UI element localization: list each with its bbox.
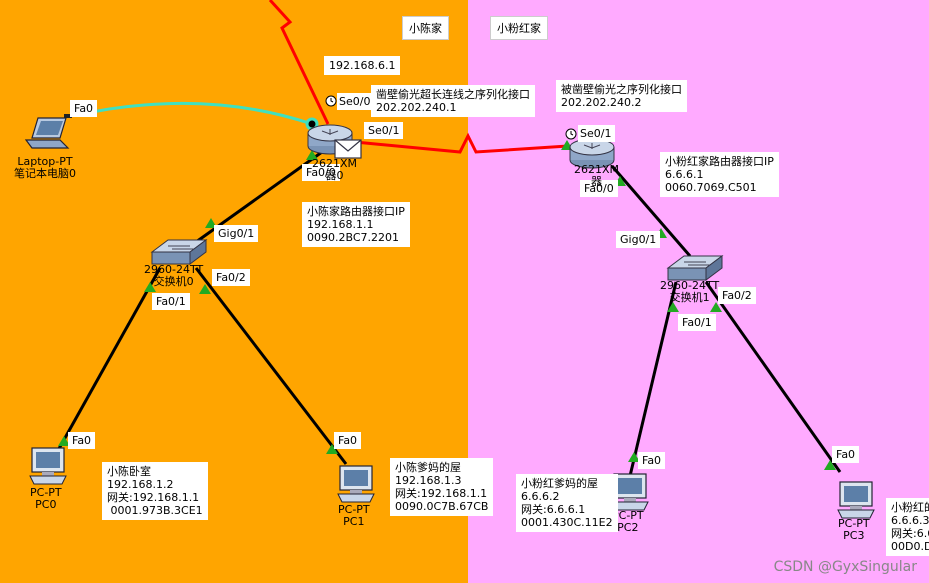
port-up-indicator: [710, 302, 722, 312]
link-switch1-pc2[interactable]: [628, 281, 678, 477]
router0-info-note[interactable]: 小陈家路由器接口IP 192.168.1.1 0090.2BC7.2201: [302, 202, 410, 247]
port-label-pc3-fa0: Fa0: [832, 446, 860, 463]
laptop-name: 笔记本电脑0: [14, 167, 76, 180]
pc2-label: PC-PT PC2: [612, 509, 644, 534]
pc1-label: PC-PT PC1: [338, 503, 370, 528]
port-label-r0-fa00: Fa0/0: [302, 164, 340, 181]
right-serial-desc: 被凿壁偷光之序列化接口: [561, 83, 682, 96]
pc2-icon[interactable]: [611, 473, 649, 511]
switch0-icon[interactable]: [150, 239, 208, 265]
serial-link-external[interactable]: [268, 0, 330, 125]
port-label-pc0-fa0: Fa0: [68, 432, 96, 449]
port-label-r0-se00: Se0/0: [337, 93, 375, 110]
zone-title-right: 小粉红家: [490, 16, 548, 40]
switch1-icon[interactable]: [666, 255, 724, 281]
clock-icon: [565, 128, 577, 140]
envelope-icon[interactable]: [334, 139, 362, 159]
laptop-link[interactable]: [91, 101, 313, 126]
laptop-label: Laptop-PT 笔记本电脑0: [14, 156, 76, 180]
pc0-icon[interactable]: [29, 447, 67, 485]
right-serial-note[interactable]: 被凿壁偷光之序列化接口 202.202.240.2: [556, 80, 687, 112]
port-label-r0-se01: Se0/1: [364, 122, 404, 139]
port-up-indicator: [306, 150, 318, 160]
left-serial-desc: 凿壁偷光超长连线之序列化接口: [376, 88, 530, 101]
port-label-sw1-fa01: Fa0/1: [678, 314, 716, 331]
router1-label: 2621XM 器: [574, 163, 620, 188]
left-serial-ip: 202.202.240.1: [376, 101, 457, 114]
port-label-laptop-fa0: Fa0: [70, 100, 98, 117]
port-label-sw1-fa02: Fa0/2: [718, 287, 756, 304]
pc3-label: PC-PT PC3: [838, 517, 870, 542]
port-label-pc1-fa0: Fa0: [334, 432, 362, 449]
serial-link-wan[interactable]: [354, 132, 569, 154]
port-up-indicator: [58, 436, 70, 446]
pc3-info-note[interactable]: 小粉红的 6.6.6.3 网关:6.6 00D0.D: [886, 498, 929, 556]
pc0-info-note[interactable]: 小陈卧室 192.168.1.2 网关:192.168.1.1 0001.973…: [102, 462, 208, 520]
clock-icon: [325, 95, 337, 107]
port-label-sw0-gig01: Gig0/1: [214, 225, 259, 242]
port-up-indicator: [326, 444, 338, 454]
pc3-icon[interactable]: [837, 481, 875, 519]
link-switch0-pc1[interactable]: [194, 267, 348, 465]
port-up-indicator: [667, 302, 679, 312]
port-label-r1-se01: Se0/1: [578, 125, 616, 142]
port-label-r1-fa00: Fa0/0: [580, 180, 618, 197]
pc1-info-note[interactable]: 小陈爹妈的屋 192.168.1.3 网关:192.168.1.1 0090.0…: [390, 458, 494, 516]
switch0-label: 2960-24TT 交换机0: [144, 263, 204, 288]
port-up-indicator: [199, 284, 211, 294]
link-switch1-pc3[interactable]: [704, 281, 842, 473]
laptop-model: Laptop-PT: [17, 155, 73, 168]
port-label-sw0-fa02: Fa0/2: [212, 269, 250, 286]
watermark: CSDN @GyxSingular: [773, 559, 917, 575]
pc1-icon[interactable]: [337, 465, 375, 503]
laptop-icon[interactable]: [24, 114, 72, 149]
right-serial-ip: 202.202.240.2: [561, 96, 642, 109]
switch1-label: 2960-24TT 交换机1: [660, 279, 720, 304]
port-up-indicator: [824, 460, 836, 470]
zone-title-left: 小陈家: [402, 16, 449, 40]
port-label-sw1-gig01: Gig0/1: [616, 231, 661, 248]
left-serial-note[interactable]: 凿壁偷光超长连线之序列化接口 202.202.240.1: [371, 85, 535, 117]
link-switch0-pc0[interactable]: [54, 267, 162, 455]
pc2-info-note[interactable]: 小粉红爹妈的屋 6.6.6.2 网关:6.6.6.1 0001.430C.11E…: [516, 474, 618, 532]
router1-icon[interactable]: [569, 138, 615, 169]
router1-info-note[interactable]: 小粉红家路由器接口IP 6.6.6.1 0060.7069.C501: [660, 152, 779, 197]
link-router1-switch1[interactable]: [610, 165, 692, 257]
port-label-pc2-fa0: Fa0: [638, 452, 666, 469]
pc0-label: PC-PT PC0: [30, 486, 62, 511]
port-up-indicator: [628, 452, 640, 462]
port-label-sw0-fa01: Fa0/1: [152, 293, 190, 310]
router0-label: 2621XM 器0: [312, 157, 358, 182]
wan-ip-note[interactable]: 192.168.6.1: [324, 56, 401, 75]
port-up-indicator: [144, 282, 156, 292]
